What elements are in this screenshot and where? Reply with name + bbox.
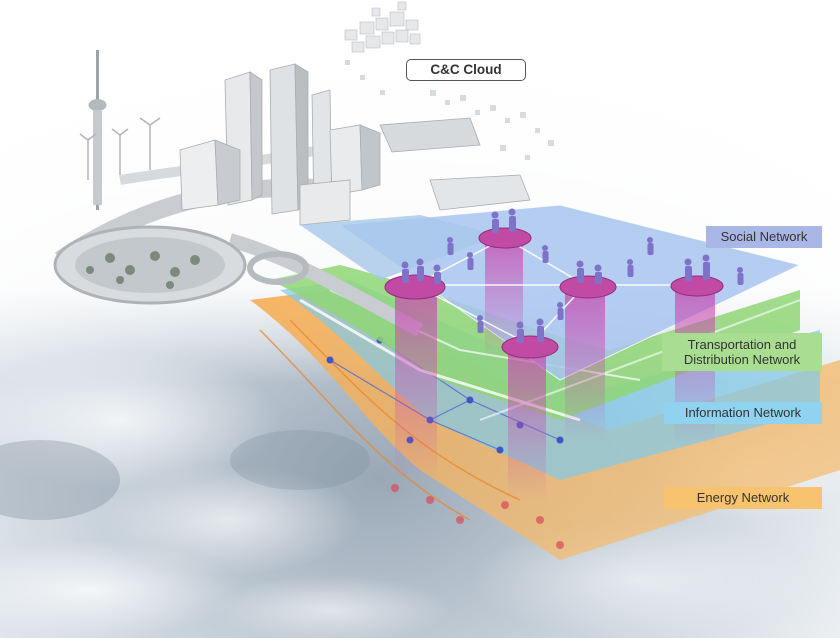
tv-tower-icon — [88, 50, 107, 210]
person-icon — [401, 208, 744, 343]
wind-turbine-icon — [79, 117, 161, 180]
roundabout — [53, 225, 247, 305]
cloud-cubes — [344, 1, 554, 160]
cc-cloud-label: C&C Cloud — [406, 59, 526, 81]
social-network-label: Social Network — [706, 226, 822, 248]
transport-label-line1: Transportation and — [687, 337, 797, 352]
city-skyline — [53, 50, 531, 337]
transport-label-line2: Distribution Network — [683, 352, 801, 367]
transport-network-label: Transportation and Distribution Network — [662, 333, 822, 371]
information-network-label: Information Network — [664, 402, 822, 424]
energy-network-label: Energy Network — [664, 487, 822, 509]
